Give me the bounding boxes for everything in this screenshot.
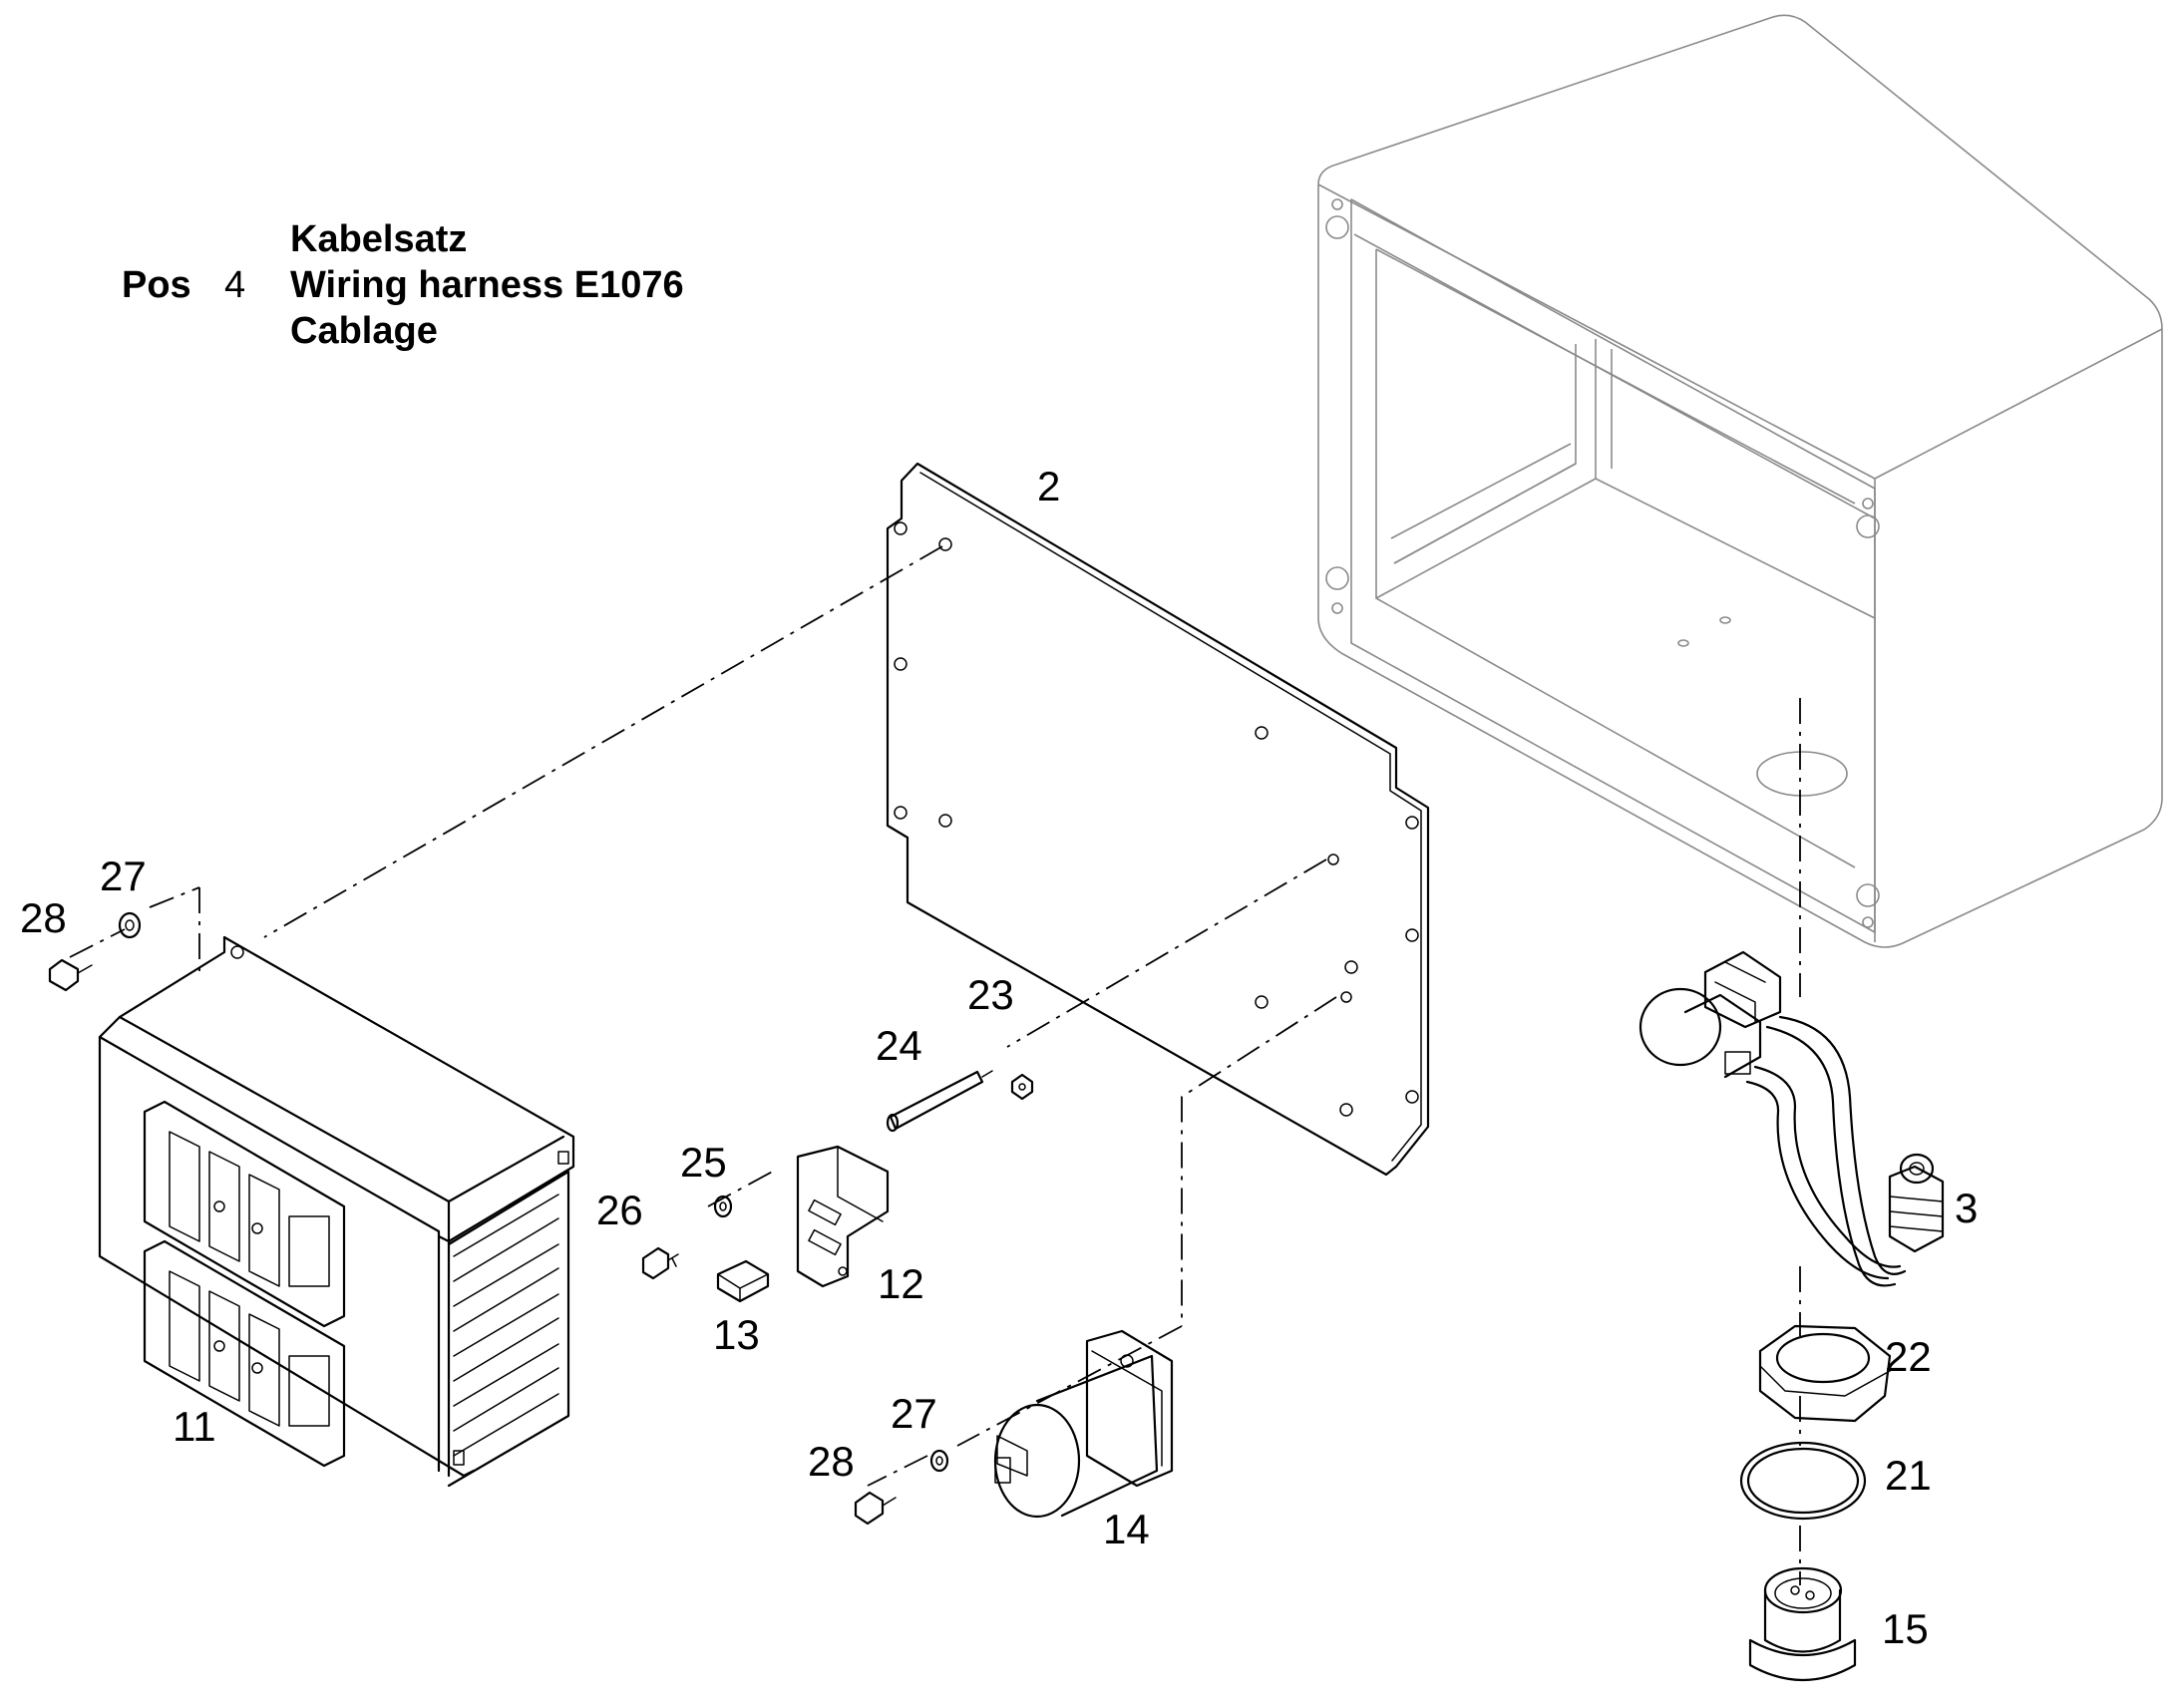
legend-pos-number: 4 (224, 264, 246, 306)
connector-15 (1748, 1566, 1857, 1681)
callout-2: 2 (1037, 463, 1060, 510)
nut-23 (1010, 1073, 1034, 1101)
legend-pos-label: Pos (122, 264, 191, 306)
callout-11: 11 (173, 1403, 216, 1450)
callout-3: 3 (1955, 1185, 1978, 1231)
legend-title-fr: Cablage (290, 310, 438, 352)
screw-28-left (48, 958, 93, 992)
legend-title-en: Wiring harness E1076 (290, 264, 684, 306)
callout-28-left: 28 (20, 894, 67, 941)
callout-15: 15 (1882, 1605, 1929, 1652)
callout-21: 21 (1885, 1452, 1932, 1499)
callout-14: 14 (1103, 1506, 1150, 1552)
callout-22: 22 (1885, 1333, 1932, 1380)
washer-27-left (118, 911, 142, 939)
relay-bracket-12 (796, 1145, 890, 1288)
callout-23: 23 (967, 971, 1014, 1018)
housing-enclosure (1317, 14, 2163, 948)
hex-nut-22 (1758, 1324, 1892, 1423)
callouts: 2 3 11 12 13 14 15 21 22 23 24 25 26 27 … (20, 463, 1978, 1652)
callout-27-left: 27 (100, 853, 147, 899)
jumper-13 (716, 1259, 770, 1303)
callout-13: 13 (713, 1311, 760, 1358)
o-ring-21 (1739, 1441, 1867, 1521)
screw-28-bottom (854, 1491, 897, 1526)
wiring-harness-3 (1638, 950, 1945, 1287)
rectifier-heatsink (98, 935, 575, 1488)
callout-25: 25 (680, 1139, 727, 1186)
screw-26 (641, 1246, 679, 1280)
washer-25 (713, 1195, 733, 1218)
callout-27-bottom: 27 (891, 1390, 937, 1437)
washer-27-bottom (929, 1449, 949, 1473)
spacer-bolt-24 (886, 1070, 993, 1133)
callout-24: 24 (876, 1022, 922, 1069)
alignment-lines (69, 545, 1801, 1585)
callout-28-bottom: 28 (808, 1438, 855, 1485)
callout-26: 26 (596, 1187, 643, 1233)
socket-14 (993, 1329, 1174, 1519)
callout-12: 12 (878, 1260, 924, 1307)
legend-title-de: Kabelsatz (290, 218, 468, 260)
mounting-plate (886, 462, 1430, 1177)
